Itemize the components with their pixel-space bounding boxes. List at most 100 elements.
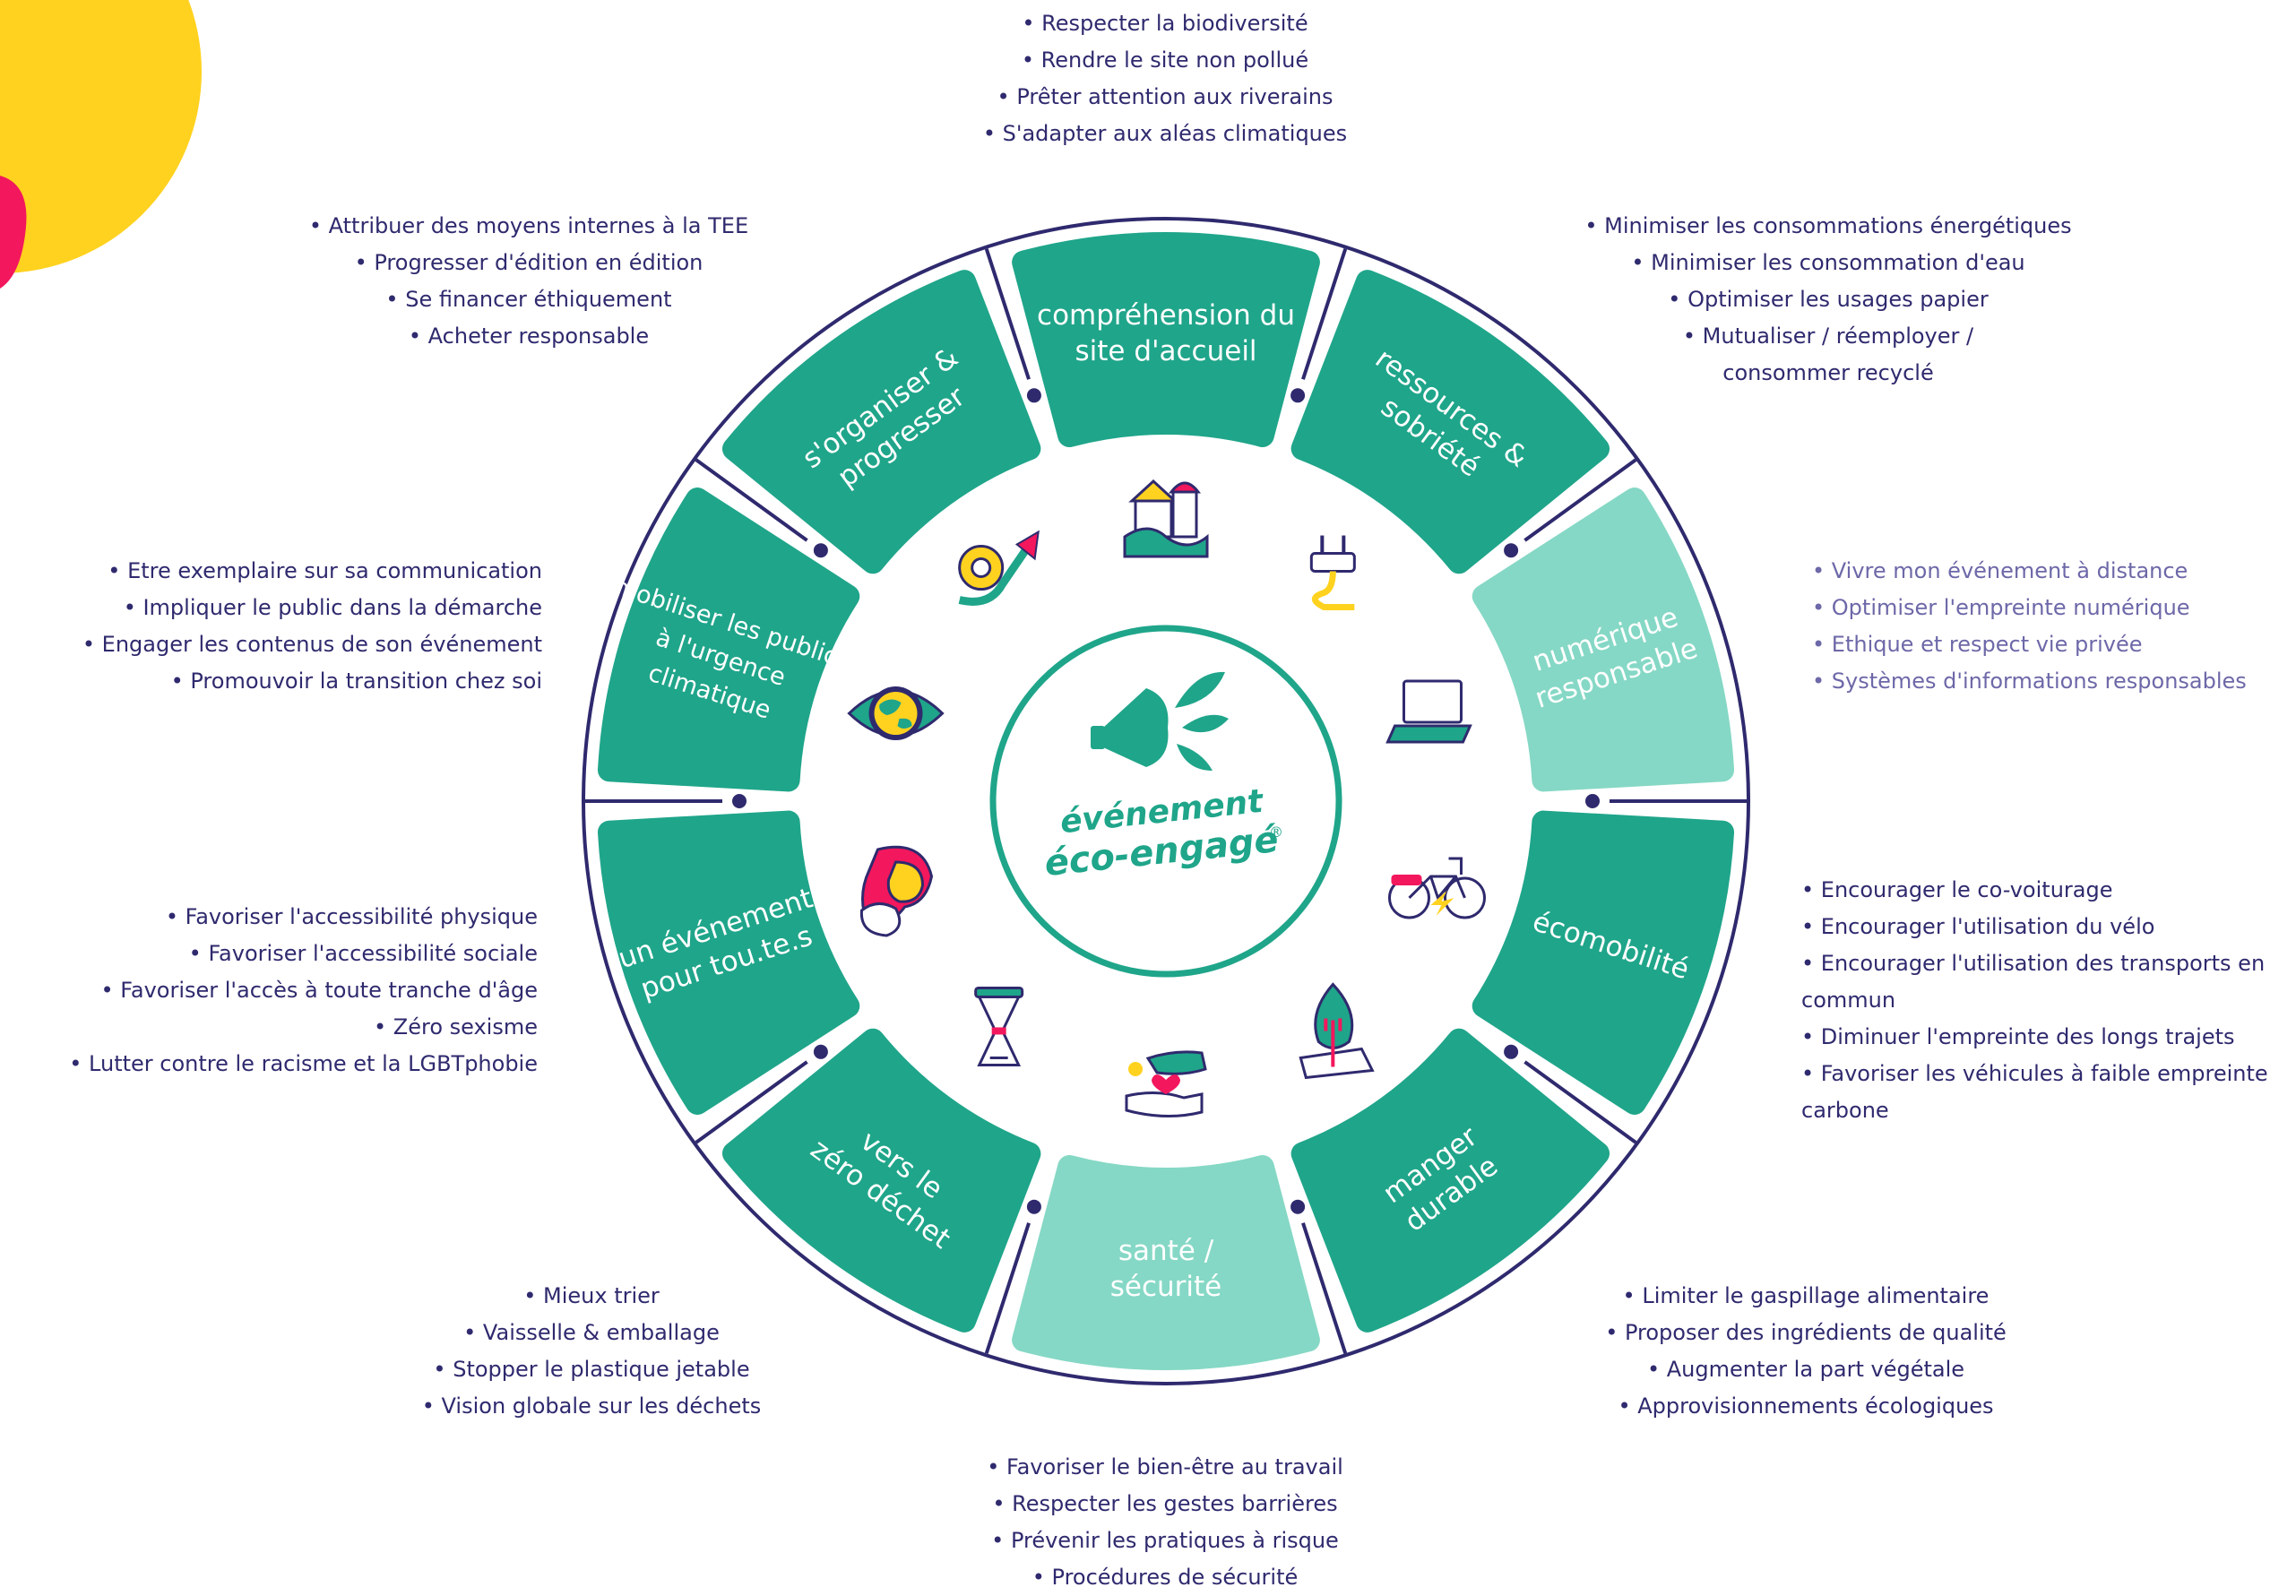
connector-dot	[1290, 1199, 1306, 1214]
connector-dot	[1585, 794, 1600, 808]
bullet: • S'adapter aux aléas climatiques	[982, 121, 1348, 146]
laptop-icon	[1385, 679, 1472, 744]
bullet: • Respecter les gestes barrières	[992, 1491, 1338, 1516]
connector-dot	[813, 1044, 828, 1059]
segment-divider	[695, 458, 808, 542]
blurb-mobiliser: • Etre exemplaire sur sa communication •…	[27, 553, 542, 700]
bullet: • Prévenir les pratiques à risque	[991, 1528, 1339, 1553]
bullet: • Minimiser les consommations énergétiqu…	[1584, 213, 2072, 238]
tab-label-line: site d'accueil	[1075, 335, 1256, 367]
bullet: • Approvisionnements écologiques	[1618, 1393, 1994, 1419]
bullet: • Rendre le site non pollué	[1021, 47, 1309, 73]
blurb-toutes: • Favoriser l'accessibilité physique • F…	[0, 899, 538, 1083]
faces-icon	[860, 845, 934, 937]
connector-dot	[1026, 1199, 1041, 1214]
bullet: • Procédures de sécurité	[1031, 1565, 1299, 1590]
bullet: • Prêter attention aux riverains	[997, 84, 1334, 109]
bullet: • Favoriser l'accès à toute tranche d'âg…	[100, 978, 538, 1003]
registered-mark: ®	[1269, 824, 1283, 841]
bullet: • Zéro sexisme	[373, 1014, 538, 1040]
bullet: • Se financer éthiquement	[385, 287, 672, 312]
bullet: • Favoriser le bien-être au travail	[987, 1454, 1343, 1480]
bullet: • Encourager le co-voiturage	[1801, 877, 2113, 902]
bullet: • Respecter la biodiversité	[1022, 11, 1308, 36]
bullet: • Etre exemplaire sur sa communication	[108, 558, 542, 583]
segment-divider	[1301, 248, 1348, 380]
segment-divider	[695, 1060, 808, 1144]
connector-dot	[732, 794, 747, 808]
bullet: • Engager les contenus de son événement	[82, 632, 542, 657]
bullet: • Promouvoir la transition chez soi	[170, 669, 542, 694]
tab-zerodechet	[721, 1028, 1041, 1333]
bullet: • Impliquer le public dans la démarche	[123, 595, 542, 620]
connector-dot	[1504, 543, 1519, 558]
segment-dividers	[585, 248, 1747, 1354]
bullet: • Mieux trier	[523, 1283, 660, 1308]
tab-numerique	[1472, 487, 1735, 792]
bullet: • Optimiser les usages papier	[1668, 287, 1989, 312]
leaf-fork-icon	[1299, 982, 1375, 1080]
bullet: • Augmenter la part végétale	[1646, 1357, 1965, 1382]
connector-dot	[1026, 388, 1041, 403]
bullet: • Encourager l'utilisation des transport…	[1801, 951, 2266, 1013]
tab-toutes	[597, 810, 860, 1115]
bullet: • Lutter contre le racisme et la LGBTpho…	[69, 1051, 538, 1076]
bullet: • Stopper le plastique jetable	[433, 1357, 750, 1382]
center-ring	[989, 625, 1342, 978]
bullet: • Optimiser l'empreinte numérique	[1812, 595, 2190, 620]
care-hands-icon	[1125, 1050, 1207, 1117]
connector-dot	[1504, 1044, 1519, 1059]
bullet: • Favoriser les véhicules à faible empre…	[1801, 1061, 2268, 1123]
tab-label-line: sécurité	[1110, 1271, 1222, 1303]
village-icon	[1123, 479, 1209, 558]
bullet: • Systèmes d'informations responsables	[1812, 669, 2247, 694]
tab-label-sante: santé / sécurité	[1110, 1235, 1222, 1303]
tab-label-line: compréhension du	[1037, 299, 1295, 332]
bullet: • Favoriser l'accessibilité physique	[165, 904, 538, 929]
bullet: • Mutualiser / réemployer /	[1682, 324, 1974, 349]
bullet: • Encourager l'utilisation du vélo	[1801, 914, 2155, 939]
bullet: • Limiter le gaspillage alimentaire	[1622, 1283, 1990, 1308]
blurb-comprehension: • Respecter la biodiversité • Rendre le …	[941, 5, 1389, 152]
blurb-zerodechet: • Mieux trier • Vaisselle & emballage • …	[376, 1278, 807, 1425]
blurb-manger: • Limiter le gaspillage alimentaire • Pr…	[1555, 1278, 2057, 1425]
segment-divider	[1523, 458, 1637, 542]
bullet: • Acheter responsable	[408, 324, 650, 349]
bullet: • Vivre mon événement à distance	[1812, 558, 2188, 583]
blurb-organiser: • Attribuer des moyens internes à la TEE…	[269, 208, 789, 355]
bullet: • Vaisselle & emballage	[463, 1320, 720, 1345]
blurb-ressources: • Minimiser les consommations énergétiqu…	[1550, 208, 2106, 392]
tab-manger	[1290, 1028, 1610, 1333]
segment-divider	[984, 248, 1031, 380]
bullet: • Attribuer des moyens internes à la TEE	[308, 213, 749, 238]
blurb-ecomobilite: • Encourager le co-voiturage • Encourage…	[1801, 872, 2285, 1129]
tab-ressources	[1290, 270, 1610, 574]
yellow-blob-decoration	[0, 0, 202, 273]
segment-divider	[1301, 1222, 1348, 1354]
connector-dot	[1290, 388, 1306, 403]
growth-arrow-icon	[958, 530, 1040, 606]
tab-label-line: santé /	[1118, 1235, 1214, 1267]
connector-dots	[732, 388, 1600, 1214]
megaphone-leaf-icon	[1091, 671, 1229, 771]
center-logo: événement éco-engagé ®	[989, 625, 1342, 978]
bicycle-icon	[1387, 857, 1486, 919]
bullet: • Minimiser les consommation d'eau	[1631, 250, 2025, 275]
plug-icon	[1309, 535, 1356, 611]
connector-dot	[813, 543, 828, 558]
tab-ecomobilite	[1472, 810, 1735, 1115]
tab-sante	[1012, 1155, 1320, 1370]
bullet: • Progresser d'édition en édition	[354, 250, 703, 275]
bullet: • Diminuer l'empreinte des longs trajets	[1801, 1024, 2235, 1049]
food-cover-icon	[974, 986, 1024, 1066]
segment-divider	[984, 1222, 1031, 1354]
tab-organiser	[721, 270, 1041, 574]
segment-divider	[1523, 1060, 1637, 1144]
bullet: • Favoriser l'accessibilité sociale	[188, 941, 538, 966]
bullet: • Proposer des ingrédients de qualité	[1605, 1320, 2007, 1345]
bullet: consommer recyclé	[1722, 360, 1934, 385]
blurb-numerique: • Vivre mon événement à distance • Optim…	[1812, 553, 2287, 700]
